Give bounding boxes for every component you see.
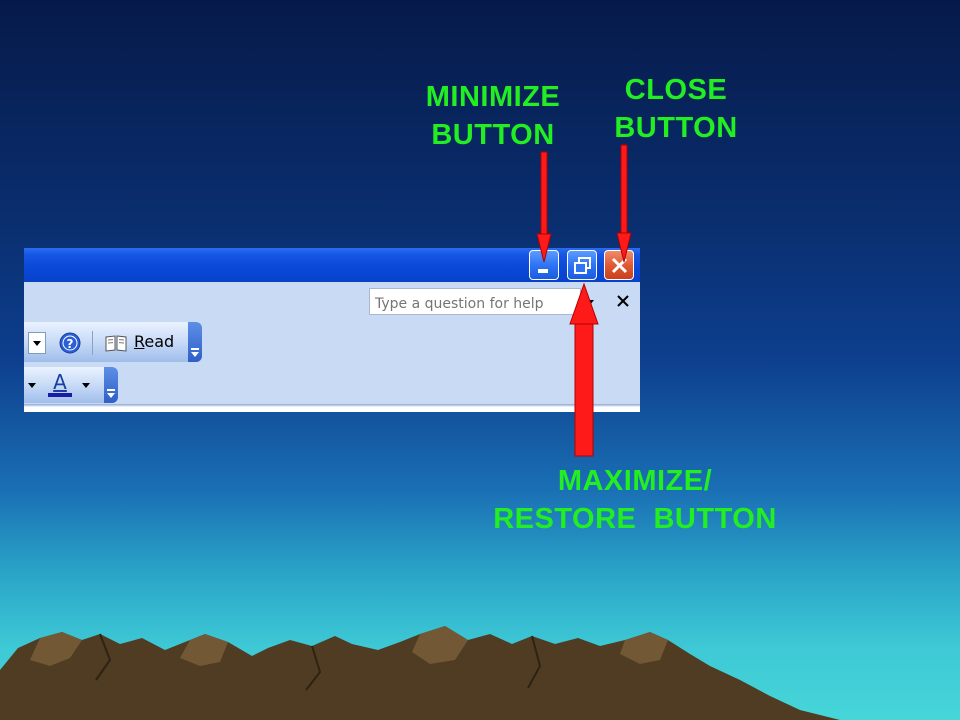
close-arrow [616,144,632,263]
toolbar-options-grip[interactable] [104,367,118,403]
standard-toolbar-row: ? Read [24,320,640,364]
document-close-icon[interactable] [615,293,631,309]
restore-icon [574,257,591,274]
minimize-icon [538,269,548,273]
minimize-arrow [536,151,552,263]
maximize-restore-arrow [569,282,599,457]
highlight-dropdown-icon[interactable] [26,375,38,395]
svg-text:A: A [53,371,67,394]
maximize-restore-annotation: MAXIMIZE/ RESTORE BUTTON [493,465,777,535]
close-button[interactable] [604,250,634,280]
toolbar-options-icon [191,348,199,357]
document-area-edge [24,404,640,412]
toolbar-options-grip[interactable] [188,322,202,362]
font-color-icon[interactable]: A [44,371,76,399]
restore-button[interactable] [567,250,597,280]
title-bar[interactable] [24,248,640,282]
help-question-input[interactable] [369,288,581,315]
formatting-toolbar: A [24,367,118,403]
chevron-down-icon [33,341,41,346]
application-window: ? Read [24,248,640,412]
formatting-toolbar-row: A [24,364,640,404]
zoom-dropdown-button[interactable] [28,332,46,354]
menu-bar [24,282,640,320]
minimize-annotation: MINIMIZE BUTTON [425,81,561,151]
mountain-range [0,626,840,720]
help-icon[interactable]: ? [58,331,82,355]
toolbar-separator [92,331,93,355]
font-color-dropdown-icon[interactable] [80,375,92,395]
standard-toolbar: ? Read [24,322,202,362]
svg-text:?: ? [67,337,74,351]
book-icon [105,335,127,352]
read-label: Read [134,332,175,351]
toolbar-options-icon [107,389,115,398]
close-annotation: CLOSE BUTTON [614,74,738,144]
